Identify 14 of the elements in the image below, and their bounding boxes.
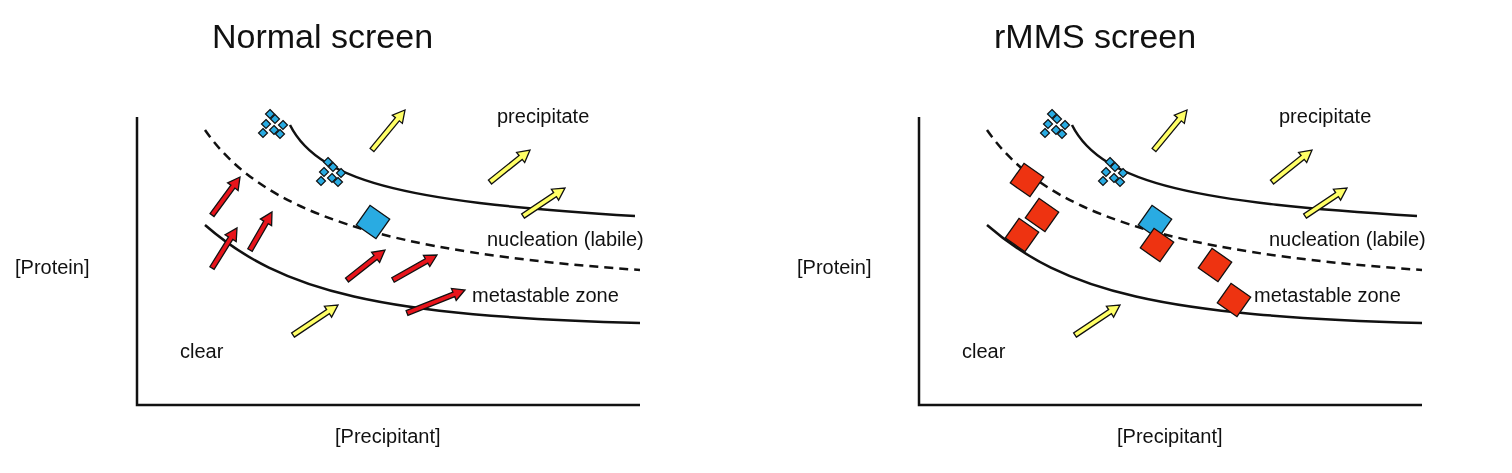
axis-label: [Precipitant] — [335, 425, 441, 447]
zone-label: metastable zone — [1254, 284, 1401, 306]
zone-label: clear — [962, 340, 1006, 362]
zone-label: nucleation (labile) — [487, 228, 644, 250]
zone-label: metastable zone — [472, 284, 619, 306]
zone-label: precipitate — [1279, 105, 1372, 127]
axis-label: [Protein] — [15, 256, 90, 278]
panel-title: rMMS screen — [994, 18, 1197, 56]
zone-label: nucleation (labile) — [1269, 228, 1426, 250]
axis-label: [Precipitant] — [1117, 425, 1223, 447]
zone-label: clear — [180, 340, 224, 362]
zone-label: precipitate — [497, 105, 590, 127]
axis-label: [Protein] — [797, 256, 872, 278]
panel-title: Normal screen — [212, 18, 434, 56]
